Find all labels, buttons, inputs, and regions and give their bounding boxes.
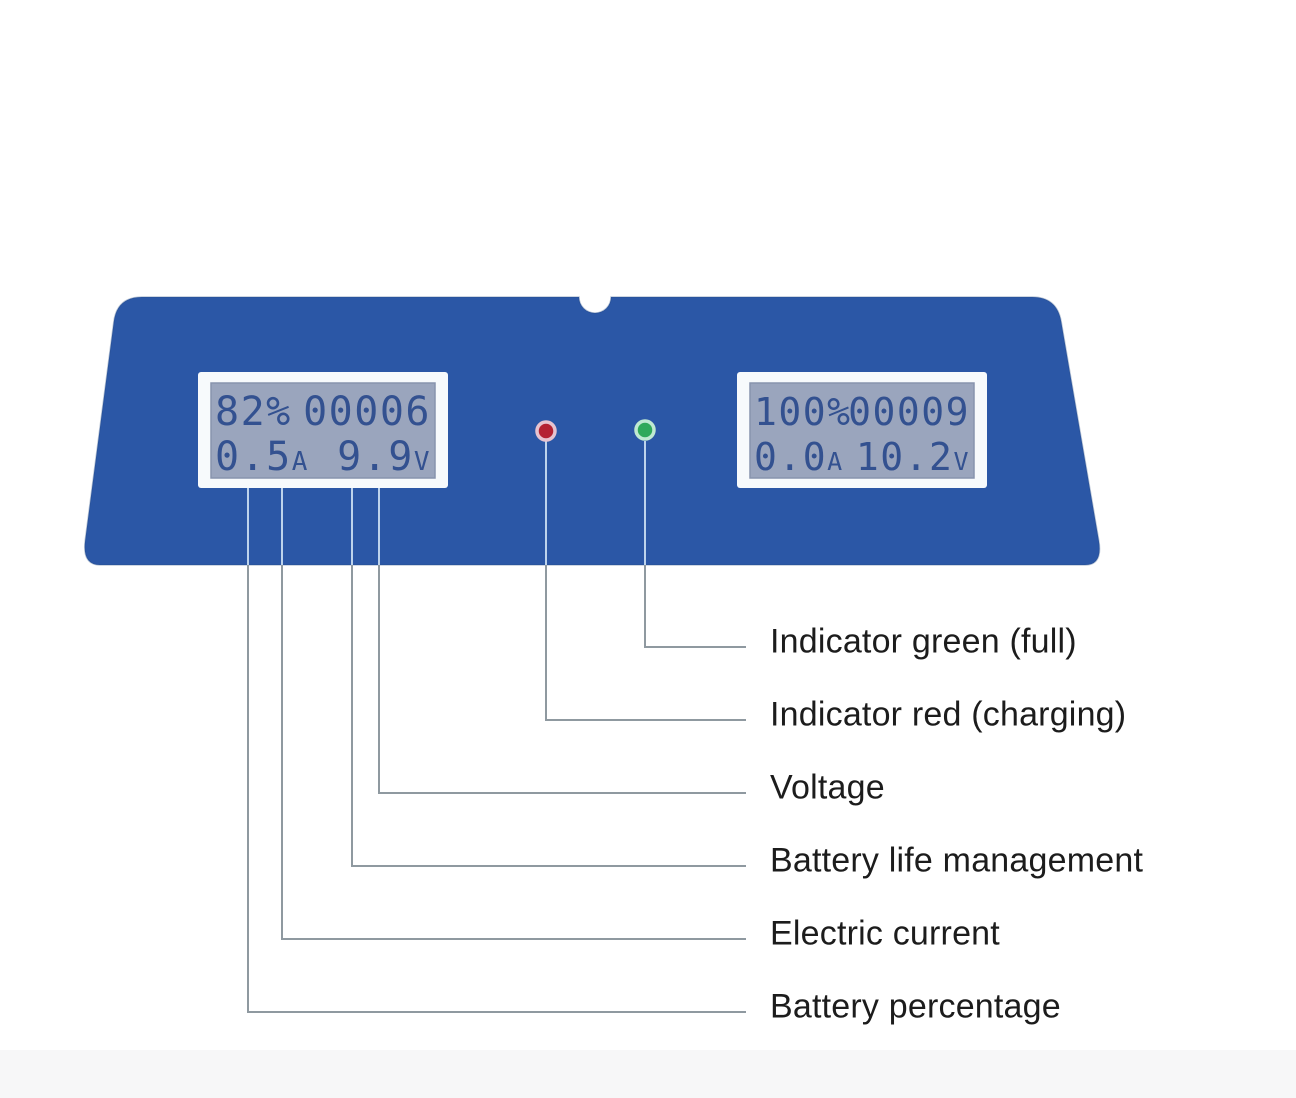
right-lcd-row1-percent: 100% (754, 390, 852, 434)
callout-line-battery-life (351, 565, 746, 867)
right-lcd-voltage-value: 10.2 (856, 435, 954, 479)
red-indicator-led (535, 420, 557, 442)
left-lcd-voltage-value: 9.9 (337, 434, 414, 480)
right-lcd-row2-voltage: 10.2V (856, 435, 970, 479)
callout-line-voltage (378, 565, 746, 794)
right-lcd-row1-counter: 00009 (848, 390, 970, 434)
background-band (0, 1050, 1296, 1098)
label-voltage: Voltage (770, 768, 885, 807)
left-lcd-current-unit: A (292, 447, 309, 477)
callout-line-green-indicator (644, 565, 746, 648)
label-electric-current: Electric current (770, 914, 1000, 953)
callout-line-electric-current (281, 565, 746, 940)
left-lcd-row2-voltage: 9.9V (337, 434, 431, 480)
callout-lines-on-device (247, 441, 646, 566)
right-lcd-screen (749, 382, 975, 479)
callout-lines (247, 565, 746, 1013)
right-lcd-display: 100% 00009 0.0A 10.2V (737, 372, 987, 488)
right-lcd-voltage-unit: V (953, 447, 970, 476)
right-lcd-current-value: 0.0 (754, 435, 827, 479)
right-lcd-current-unit: A (827, 447, 844, 476)
label-battery-life-management: Battery life management (770, 841, 1144, 880)
left-lcd-row1-counter: 00006 (303, 389, 431, 435)
left-lcd-row1-percent: 82% (215, 389, 292, 435)
left-lcd-voltage-unit: V (414, 447, 431, 477)
label-indicator-green: Indicator green (full) (770, 622, 1077, 661)
label-indicator-red: Indicator red (charging) (770, 695, 1127, 734)
callout-line-red-indicator (545, 565, 746, 721)
right-lcd-row2-current: 0.0A (754, 435, 844, 479)
left-lcd-display: 82% 00006 0.5A 9.9V (198, 372, 448, 488)
label-battery-percentage: Battery percentage (770, 987, 1061, 1026)
left-lcd-screen (210, 382, 436, 479)
left-lcd-current-value: 0.5 (215, 434, 292, 480)
green-indicator-led (634, 419, 656, 441)
callout-line-battery-percentage (247, 565, 746, 1013)
left-lcd-row2-current: 0.5A (215, 434, 309, 480)
charger-body (83, 296, 1101, 566)
